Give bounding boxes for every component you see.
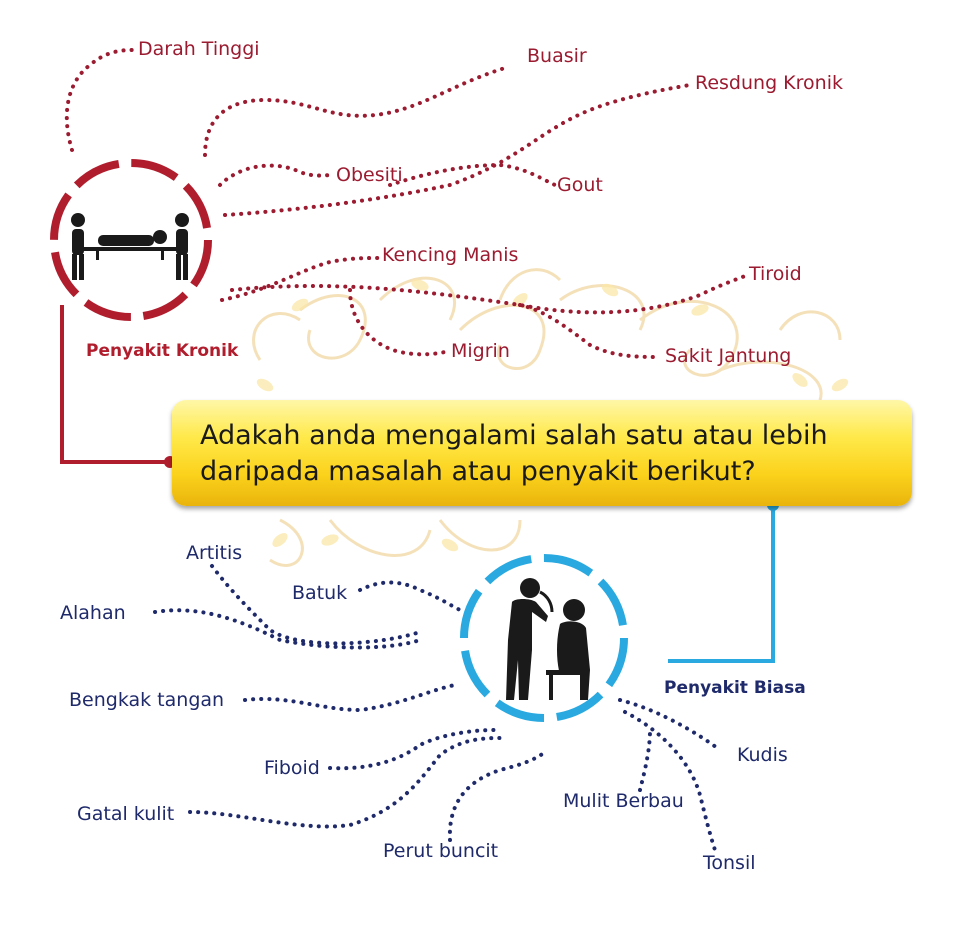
common-item-tonsil: Tonsil [703, 852, 756, 874]
common-category-label: Penyakit Biasa [664, 678, 806, 698]
common-connectors [153, 564, 722, 852]
common-item-alahan: Alahan [60, 602, 126, 624]
common-item-batuk: Batuk [292, 582, 348, 604]
chronic-item-sakit-jantung: Sakit Jantung [665, 345, 792, 367]
chronic-item-resdung-kronik: Resdung Kronik [695, 72, 843, 94]
stretcher-patient-icon [71, 213, 189, 280]
common-ring [460, 554, 628, 722]
common-item-fiboid: Fiboid [264, 757, 320, 779]
common-item-perut-buncit: Perut buncit [383, 840, 499, 862]
chronic-connectors [64, 48, 747, 359]
floral-leaves [256, 279, 849, 552]
chronic-category-label: Penyakit Kronik [86, 341, 239, 361]
chronic-item-obesiti: Obesiti [336, 164, 403, 186]
common-item-bengkak-tangan: Bengkak tangan [69, 689, 225, 711]
chronic-item-gout: Gout [557, 174, 603, 196]
common-link-line [668, 505, 775, 663]
chronic-item-buasir: Buasir [527, 45, 587, 67]
question-text: Adakah anda mengalami salah satu atau le… [200, 420, 828, 487]
common-item-gatal-kulit: Gatal kulit [77, 803, 175, 825]
question-box: Adakah anda mengalami salah satu atau le… [172, 400, 912, 506]
chronic-item-kencing-manis: Kencing Manis [382, 244, 519, 266]
common-item-kudis: Kudis [737, 744, 788, 766]
chronic-item-tiroid: Tiroid [749, 263, 802, 285]
doctor-patient-icon [506, 578, 590, 700]
common-item-artitis: Artitis [186, 542, 243, 564]
chronic-item-darah-tinggi: Darah Tinggi [138, 38, 260, 60]
common-item-mulit-berbau: Mulit Berbau [563, 790, 684, 812]
chronic-link-line [60, 305, 168, 464]
chronic-item-migrin: Migrin [451, 340, 510, 362]
